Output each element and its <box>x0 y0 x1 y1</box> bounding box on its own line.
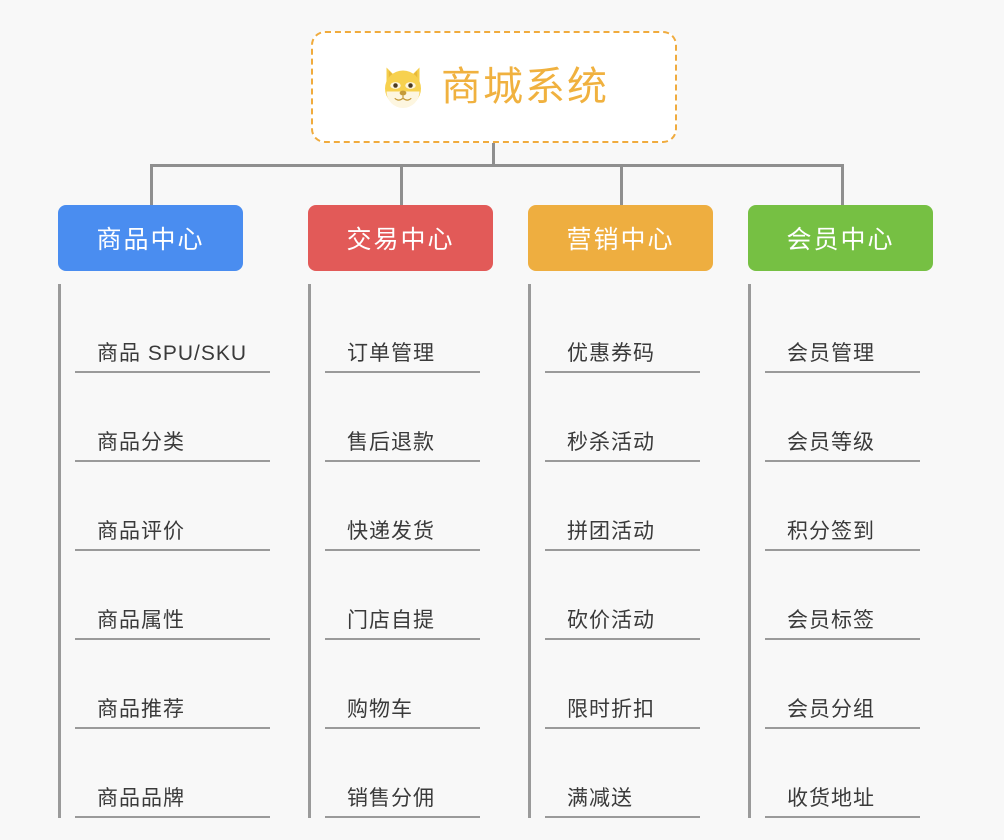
category-header-product[interactable]: 商品中心 <box>58 205 243 271</box>
category-column-trade: 交易中心 订单管理 售后退款 快递发货 门店自提 购物车 销售分佣 <box>308 205 493 818</box>
category-header-label: 商品中心 <box>96 226 205 254</box>
leaf-label: 商品推荐 <box>97 697 185 721</box>
leaf-list-marketing: 优惠券码 秒杀活动 拼团活动 砍价活动 限时折扣 满减送 <box>528 284 700 818</box>
connector-drop-1 <box>150 164 153 206</box>
list-item[interactable]: 拼团活动 <box>545 462 700 551</box>
list-item[interactable]: 快递发货 <box>325 462 480 551</box>
connector-drop-4 <box>841 164 844 206</box>
leaf-label: 收货地址 <box>787 786 875 810</box>
list-item[interactable]: 收货地址 <box>765 729 920 818</box>
root-node[interactable]: 商城系统 <box>311 31 677 143</box>
leaf-label: 销售分佣 <box>347 786 435 810</box>
leaf-list-trade: 订单管理 售后退款 快递发货 门店自提 购物车 销售分佣 <box>308 284 480 818</box>
leaf-list-product: 商品 SPU/SKU 商品分类 商品评价 商品属性 商品推荐 商品品牌 <box>58 284 270 818</box>
connector-drop-2 <box>400 164 403 206</box>
list-item[interactable]: 商品分类 <box>75 373 270 462</box>
list-item[interactable]: 会员等级 <box>765 373 920 462</box>
list-item[interactable]: 购物车 <box>325 640 480 729</box>
leaf-label: 满减送 <box>567 786 633 810</box>
leaf-label: 拼团活动 <box>567 519 655 543</box>
category-header-label: 交易中心 <box>346 226 455 254</box>
list-item[interactable]: 商品属性 <box>75 551 270 640</box>
list-item[interactable]: 会员分组 <box>765 640 920 729</box>
connector-root-stem <box>492 143 495 167</box>
category-column-marketing: 营销中心 优惠券码 秒杀活动 拼团活动 砍价活动 限时折扣 满减送 <box>528 205 713 818</box>
root-title: 商城系统 <box>441 65 609 109</box>
leaf-label: 商品评价 <box>97 519 185 543</box>
list-item[interactable]: 会员标签 <box>765 551 920 640</box>
leaf-label: 售后退款 <box>347 430 435 454</box>
connector-horizontal-bus <box>150 164 844 167</box>
category-column-product: 商品中心 商品 SPU/SKU 商品分类 商品评价 商品属性 商品推荐 商品品牌 <box>58 205 270 818</box>
leaf-label: 会员分组 <box>787 697 875 721</box>
list-item[interactable]: 满减送 <box>545 729 700 818</box>
list-item[interactable]: 秒杀活动 <box>545 373 700 462</box>
leaf-label: 快递发货 <box>347 519 435 543</box>
leaf-label: 会员等级 <box>787 430 875 454</box>
list-item[interactable]: 商品 SPU/SKU <box>75 284 270 373</box>
list-item[interactable]: 会员管理 <box>765 284 920 373</box>
list-item[interactable]: 砍价活动 <box>545 551 700 640</box>
list-item[interactable]: 商品评价 <box>75 462 270 551</box>
list-item[interactable]: 售后退款 <box>325 373 480 462</box>
list-item[interactable]: 订单管理 <box>325 284 480 373</box>
list-item[interactable]: 门店自提 <box>325 551 480 640</box>
leaf-label: 商品品牌 <box>97 786 185 810</box>
leaf-label: 商品属性 <box>97 608 185 632</box>
list-item[interactable]: 商品品牌 <box>75 729 270 818</box>
leaf-label: 秒杀活动 <box>567 430 655 454</box>
category-header-trade[interactable]: 交易中心 <box>308 205 493 271</box>
leaf-label: 优惠券码 <box>567 341 655 365</box>
leaf-list-member: 会员管理 会员等级 积分签到 会员标签 会员分组 收货地址 <box>748 284 920 818</box>
leaf-label: 砍价活动 <box>567 608 655 632</box>
list-item[interactable]: 优惠券码 <box>545 284 700 373</box>
leaf-label: 积分签到 <box>787 519 875 543</box>
leaf-label: 门店自提 <box>347 608 435 632</box>
leaf-label: 商品 SPU/SKU <box>97 341 248 365</box>
shiba-dog-emoji <box>385 67 421 108</box>
list-item[interactable]: 销售分佣 <box>325 729 480 818</box>
leaf-label: 购物车 <box>347 697 413 721</box>
leaf-label: 会员标签 <box>787 608 875 632</box>
leaf-label: 商品分类 <box>97 430 185 454</box>
leaf-label: 会员管理 <box>787 341 875 365</box>
leaf-label: 订单管理 <box>347 341 435 365</box>
category-header-label: 会员中心 <box>786 226 895 254</box>
connector-drop-3 <box>620 164 623 206</box>
category-header-marketing[interactable]: 营销中心 <box>528 205 713 271</box>
category-header-member[interactable]: 会员中心 <box>748 205 933 271</box>
category-header-label: 营销中心 <box>566 226 675 254</box>
list-item[interactable]: 商品推荐 <box>75 640 270 729</box>
list-item[interactable]: 限时折扣 <box>545 640 700 729</box>
leaf-label: 限时折扣 <box>567 697 655 721</box>
category-column-member: 会员中心 会员管理 会员等级 积分签到 会员标签 会员分组 收货地址 <box>748 205 933 818</box>
list-item[interactable]: 积分签到 <box>765 462 920 551</box>
